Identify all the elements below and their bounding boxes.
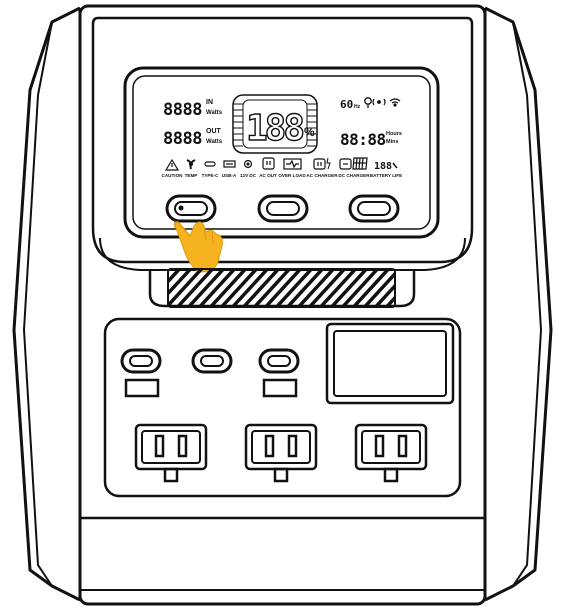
ac-charger-icon (313, 157, 331, 170)
time-unit-top: Hours (386, 131, 402, 137)
frequency-unit: Hz (354, 104, 361, 110)
usb-a-port-1[interactable] (124, 378, 160, 398)
time-digits: 88:88 (340, 130, 386, 149)
hatch-stripe (168, 269, 208, 307)
battery-life-icon: 188 (374, 161, 398, 172)
indicator-label: OVER LOAD (278, 173, 306, 178)
hatch-stripe (325, 269, 373, 307)
ac-out-icon (262, 157, 275, 170)
indicator-label: 12V DC (240, 173, 257, 178)
device-body (12, 4, 553, 606)
hatch-stripe (204, 269, 252, 307)
hatch-stripe (168, 269, 197, 307)
lcd-panel (123, 66, 440, 239)
usb-a-port-2[interactable] (262, 378, 298, 398)
ac-outlet-2[interactable] (244, 423, 318, 483)
hatch-stripe (358, 269, 395, 307)
input-watts-readout: 8888 IN Watts (163, 99, 223, 120)
port-panel (103, 317, 462, 498)
hatch-stripe (415, 264, 459, 312)
dc-icon (243, 159, 253, 169)
power-button[interactable] (165, 194, 217, 223)
output-digits: 8888 (163, 129, 202, 149)
indicator-label: AC OUT (259, 173, 277, 178)
status-icons: 60 Hz (340, 97, 401, 111)
overload-icon (283, 158, 302, 170)
hatch-stripe (369, 269, 395, 307)
output-unit-bottom: Watts (206, 139, 223, 145)
hatch-stripe (226, 269, 274, 307)
bluetooth-icon (372, 98, 386, 106)
usb-ports (120, 348, 300, 398)
hatch-stripe (380, 269, 395, 307)
hatch-stripe (248, 269, 296, 307)
hatch-stripe (281, 269, 329, 307)
indicator-label: USB-A (222, 173, 237, 178)
indicator-label: CAUTION (162, 173, 184, 178)
indicator-label: TYPE-C (202, 173, 220, 178)
hatch-stripe (259, 269, 307, 307)
battery-percent-digits: 188 (246, 108, 303, 149)
hatch-stripe (182, 269, 230, 307)
time-unit-bottom: Mins (386, 139, 399, 145)
usb-c-port-2[interactable] (191, 348, 233, 374)
fan-icon (186, 159, 196, 170)
input-unit-top: IN (206, 99, 213, 106)
battery-ring: 188 % (232, 94, 318, 154)
hatch-stripe (237, 269, 285, 307)
indicator-label: DC CHARGER (338, 173, 370, 178)
usb-a-icon (223, 160, 236, 168)
wifi-icon (389, 98, 401, 107)
wireless-pad-inner (333, 330, 447, 397)
hatch-stripe (292, 269, 340, 307)
indicator-label: BATTERY LIFE (370, 173, 402, 178)
ac-outlets (134, 423, 428, 483)
hatch-stripe (347, 269, 395, 307)
bulb-icon (364, 97, 372, 108)
input-digits: 8888 (163, 100, 202, 120)
output-unit-top: OUT (206, 128, 222, 135)
ac-outlet-3[interactable] (354, 423, 428, 483)
hatch-stripe (314, 269, 362, 307)
hatch-stripe (171, 269, 219, 307)
hatch-stripe (215, 269, 263, 307)
time-readout: 88:88 Hours Mins (340, 130, 402, 149)
hatched-grip (167, 264, 459, 312)
usb-c-port-1[interactable] (120, 348, 162, 374)
hatch-stripe (168, 269, 186, 307)
battery-life-digits: 188 (374, 161, 392, 172)
hatch-stripe (404, 264, 448, 312)
input-unit-bottom: Watts (206, 110, 223, 116)
indicator-label: TEMP (185, 173, 198, 178)
ac-outlet-1[interactable] (134, 423, 208, 483)
hatch-stripe (303, 269, 351, 307)
warning-icon (164, 158, 180, 171)
usb-c-icon (204, 161, 216, 167)
dc-charger-icon (339, 157, 368, 170)
hatch-stripe (270, 269, 318, 307)
light-button[interactable] (348, 194, 400, 223)
indicator-icons: 188 (164, 157, 398, 172)
hatch-stripe (336, 269, 384, 307)
display-housing (91, 16, 474, 308)
wireless-pad (325, 322, 455, 405)
percent-sign: % (304, 125, 315, 139)
control-buttons (165, 194, 400, 223)
indicator-label: AC CHARGER (306, 173, 338, 178)
usb-c-port-3[interactable] (258, 348, 300, 374)
display-button[interactable] (257, 194, 309, 223)
frequency-digits: 60 (340, 98, 353, 111)
output-watts-readout: 8888 OUT Watts (163, 128, 223, 149)
hatch-stripe (193, 269, 241, 307)
